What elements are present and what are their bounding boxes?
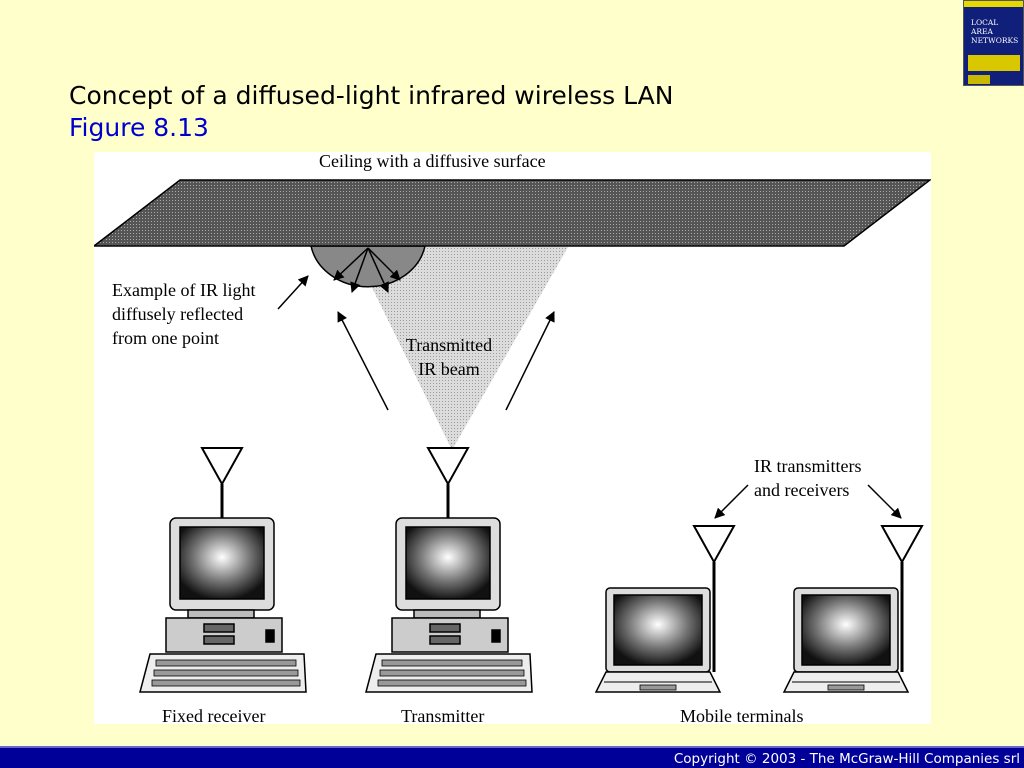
reflection-label-line2: diffusely reflected [112, 304, 244, 324]
beam-label-line1: Transmitted [405, 335, 493, 355]
book-cover-logo: LOCAL AREA NETWORKS [963, 0, 1024, 86]
footer-bar: Copyright © 2003 - The McGraw-Hill Compa… [0, 746, 1024, 768]
fixed-receiver-computer [139, 517, 307, 693]
diagram-drawing [94, 179, 931, 693]
reflection-label-line1: Example of IR light [112, 280, 256, 300]
ir-label-line2: and receivers [754, 480, 850, 500]
ceiling-label: Ceiling with a diffusive surface [319, 151, 546, 171]
antenna-transmitter [426, 447, 470, 518]
reflection-label-line3: from one point [112, 328, 219, 348]
slide-title: Concept of a diffused-light infrared wir… [69, 81, 674, 110]
ir-beam [352, 247, 568, 450]
mobile-terminals-label: Mobile terminals [680, 706, 804, 726]
antenna-mobile-left [692, 525, 736, 672]
fixed-receiver-label: Fixed receiver [162, 706, 266, 726]
mobile-laptop-right [782, 587, 910, 693]
copyright-text: Copyright © 2003 - The McGraw-Hill Compa… [673, 751, 1020, 767]
mobile-laptop-left [594, 587, 722, 693]
transmitter-label: Transmitter [401, 706, 485, 726]
ceiling [94, 179, 931, 247]
antenna-fixed [200, 447, 244, 518]
ir-label-line1: IR transmitters [754, 456, 862, 476]
diagram-panel: Ceiling with a diffusive surface Example… [94, 151, 931, 726]
transmitter-computer [365, 517, 533, 693]
figure-number: Figure 8.13 [69, 113, 209, 142]
beam-label-line2: IR beam [418, 359, 480, 379]
book-cover-text: LOCAL AREA NETWORKS [971, 18, 1019, 45]
antenna-mobile-right [880, 525, 924, 672]
